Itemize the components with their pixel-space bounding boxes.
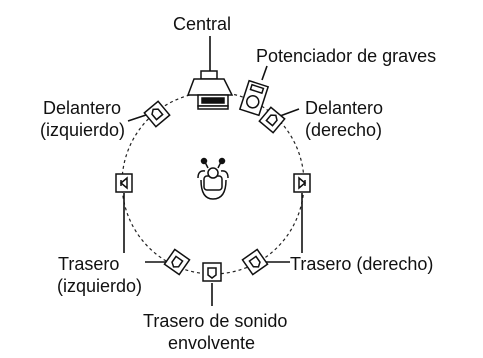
label-front-right-line1: Delantero — [305, 98, 384, 118]
label-subwoofer: Potenciador de graves — [256, 46, 437, 66]
label-front-right-line2: (derecho) — [305, 120, 383, 140]
tv-icon — [186, 70, 234, 110]
subwoofer-leader — [261, 65, 268, 81]
speaker-icon — [115, 173, 133, 193]
label-front-left-line1: Delantero — [43, 98, 122, 118]
label-rear-right: Trasero (derecho) — [290, 254, 434, 274]
speaker-icon — [293, 173, 311, 193]
speaker-icon — [241, 248, 269, 276]
label-rear-surround-line1: Trasero de sonido — [143, 311, 288, 331]
label-rear-left-line1: Trasero — [58, 254, 120, 274]
listener-icon — [197, 157, 229, 200]
label-rear-surround-line2: envolvente — [168, 333, 256, 353]
label-rear-left-line2: (izquierdo) — [57, 276, 143, 296]
speaker-icon — [202, 262, 222, 282]
leader-lines — [123, 36, 303, 306]
label-front-left-line2: (izquierdo) — [40, 120, 126, 140]
speaker-icon — [163, 248, 191, 276]
speaker-icon — [143, 100, 171, 128]
speaker-icon — [258, 106, 286, 134]
label-center: Central — [173, 14, 232, 34]
front-right-leader — [279, 108, 300, 117]
subwoofer-icon — [238, 79, 270, 117]
